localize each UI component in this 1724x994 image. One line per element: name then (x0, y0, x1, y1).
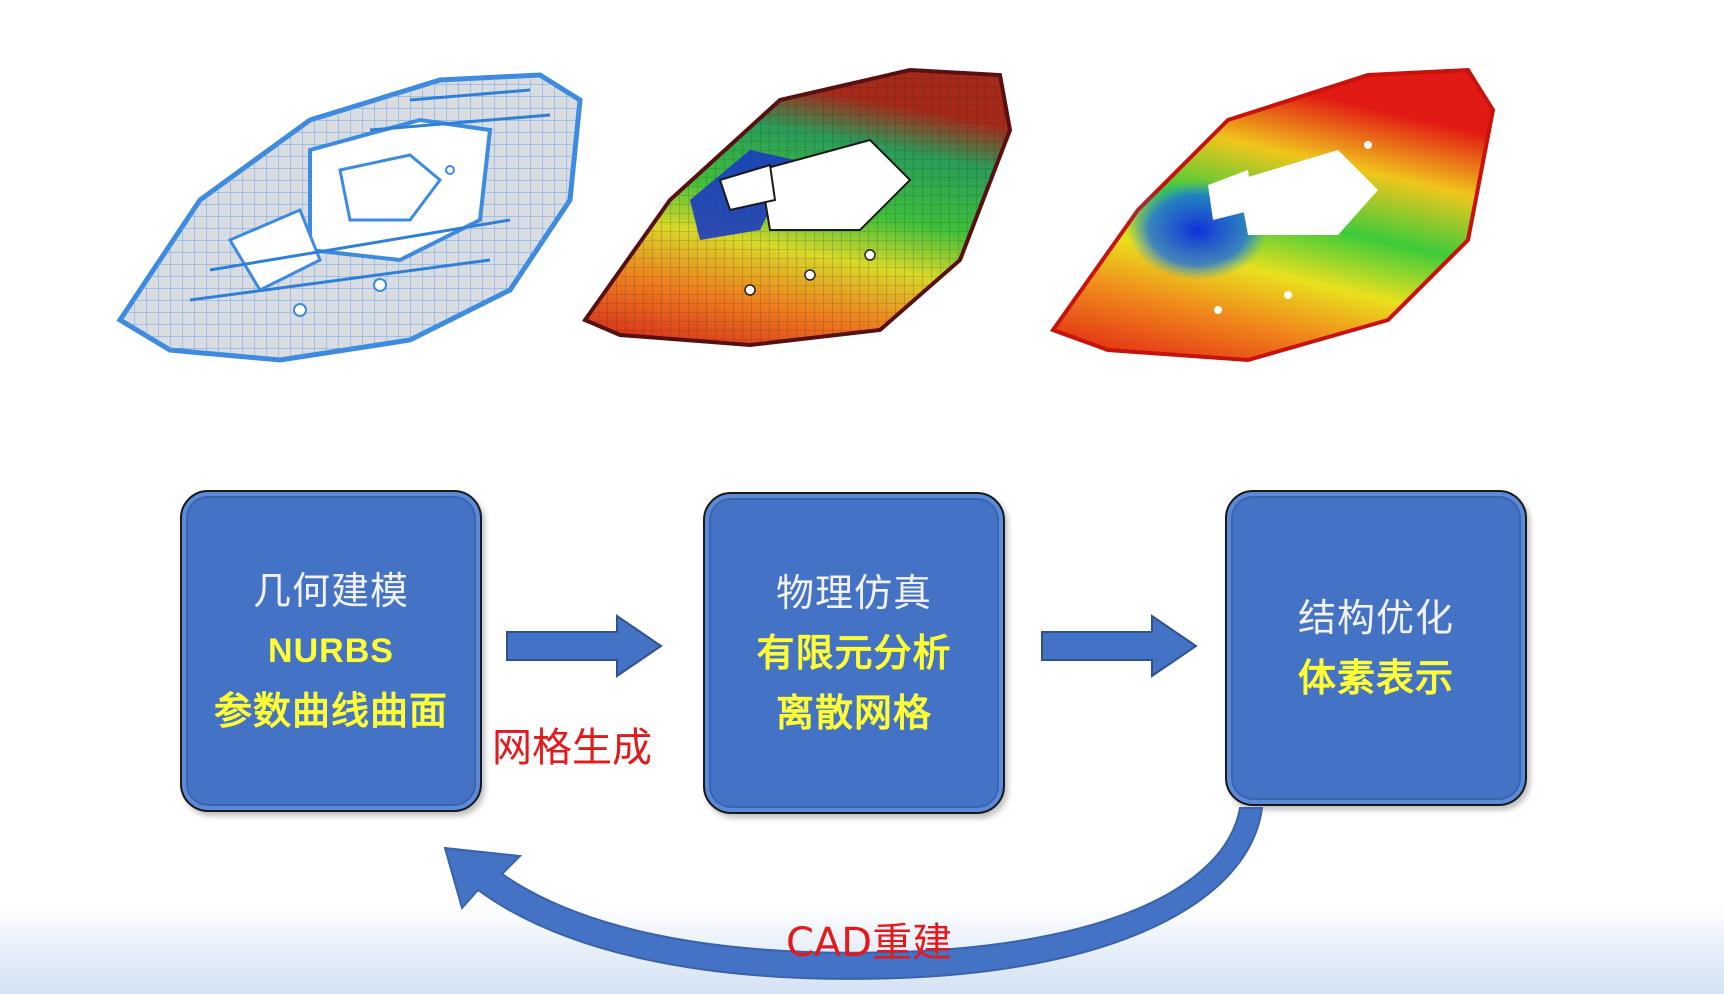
stage-subtitle: 参数曲线曲面 (213, 689, 448, 733)
mesh-generation-label: 网格生成 (492, 725, 652, 771)
stage-box-optimization: 结构优化 体素表示 (1225, 490, 1527, 806)
stage-subtitle: NURBS (268, 632, 394, 670)
wireframe-panel-image (110, 60, 630, 410)
cad-rebuild-label: CAD重建 (786, 920, 953, 966)
voxel-panel-image (1048, 60, 1568, 410)
stage-subtitle: 体素表示 (1297, 656, 1454, 700)
arrow-right-icon (506, 614, 663, 678)
stage-subtitle: 离散网格 (775, 691, 932, 735)
arrow-right-icon (1041, 614, 1198, 678)
stage-title: 物理仿真 (775, 571, 932, 615)
fea-mesh-panel-image (580, 60, 1100, 410)
stage-title: 结构优化 (1297, 596, 1454, 640)
stage-title: 几何建模 (252, 569, 409, 613)
stage-box-simulation: 物理仿真 有限元分析 离散网格 (703, 492, 1005, 814)
stage-box-geometry: 几何建模 NURBS 参数曲线曲面 (180, 490, 482, 812)
stage-subtitle: 有限元分析 (756, 631, 952, 675)
